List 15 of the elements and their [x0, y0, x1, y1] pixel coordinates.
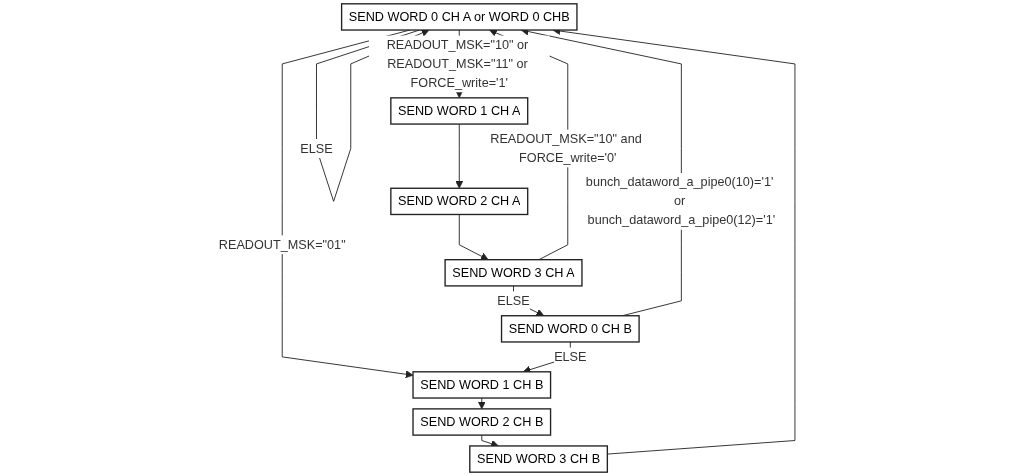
edge-label: READOUT_MSK="01" — [218, 237, 346, 252]
edge-label: ELSE — [554, 349, 587, 364]
node-box: SEND WORD 1 CH B — [412, 371, 552, 399]
edge-label: READOUT_MSK="10" or READOUT_MSK="11" or FORCE_write='1' — [386, 37, 529, 90]
node-box: SEND WORD 1 CH A — [390, 97, 529, 125]
node-box: SEND WORD 0 CH B — [501, 315, 640, 343]
node-box: SEND WORD 2 CH A — [390, 187, 529, 216]
edge-label: bunch_dataword_a_pipe0(10)='1' or bunch_dataword_a_pipe0(12)='1' — [585, 174, 776, 228]
edge-label: ELSE — [300, 140, 333, 156]
edge-label: READOUT_MSK="10" and FORCE_write='0' — [490, 131, 642, 165]
node-box: SEND WORD 3 CH B — [469, 445, 609, 473]
node-box: SEND WORD 0 CH A or WORD 0 CHB — [341, 3, 578, 31]
edge-label: ELSE — [497, 293, 530, 308]
node-box: SEND WORD 3 CH A — [444, 259, 583, 287]
node-box: SEND WORD 2 CH B — [412, 408, 552, 436]
